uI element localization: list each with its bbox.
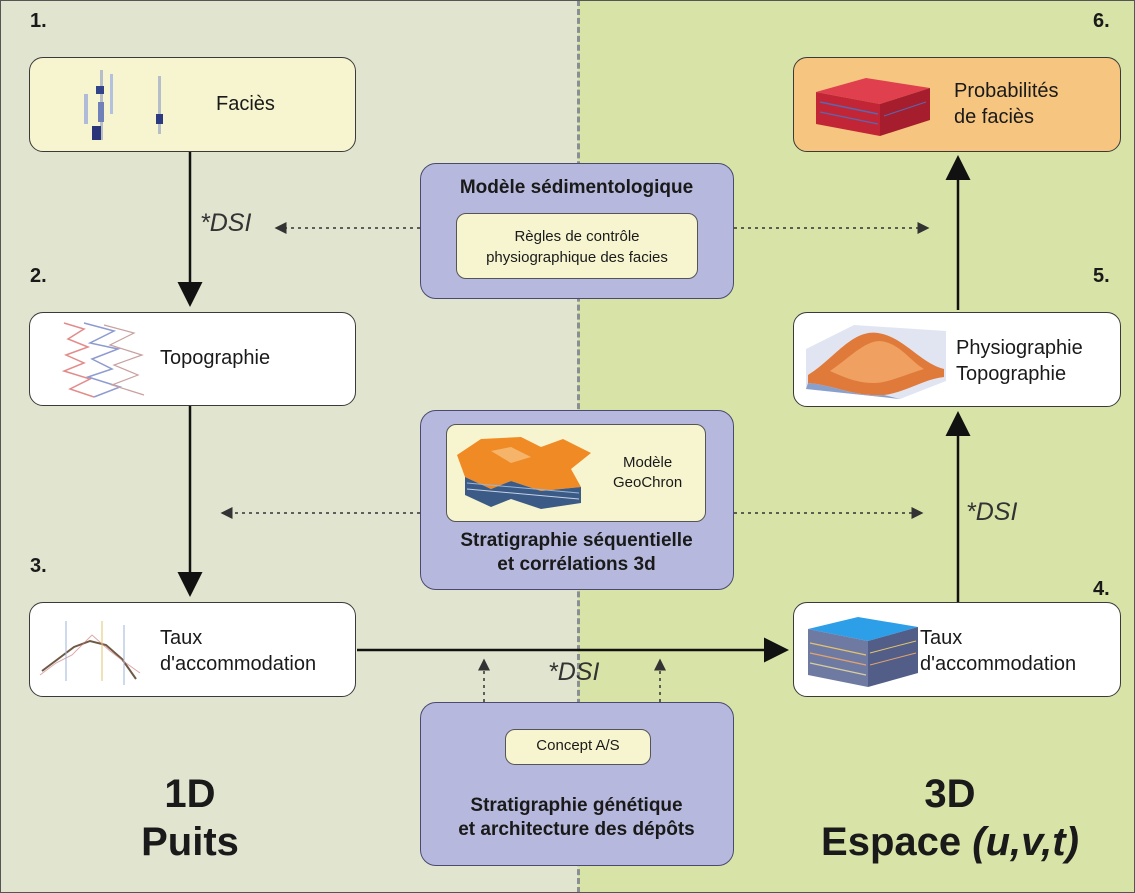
probability-label: Probabilités de faciès bbox=[954, 78, 1059, 130]
facies-box: Faciès bbox=[29, 57, 356, 152]
topography-log-icon bbox=[61, 322, 145, 398]
left-footer-1d: 1D Puits bbox=[90, 770, 290, 866]
accommodation-curve-icon bbox=[39, 621, 141, 685]
well-log-facies-icon bbox=[84, 70, 163, 140]
dsi-label-left: *DSI bbox=[200, 209, 252, 237]
step-6-number: 6. bbox=[1093, 10, 1110, 32]
accommodation-1d-label: Taux d'accommodation bbox=[160, 625, 316, 677]
dsi-label-bottom: *DSI bbox=[548, 658, 600, 686]
footer-3d-label: 3D bbox=[924, 772, 976, 816]
topographie-1d-label: Topographie bbox=[160, 347, 271, 369]
accommodation-3d-line2: d'accommodation bbox=[920, 653, 1077, 675]
gen-title-line2: et architecture des dépôts bbox=[458, 819, 695, 840]
physiography-surface-icon bbox=[806, 325, 946, 399]
accommodation-1d-box: Taux d'accommodation bbox=[29, 602, 356, 697]
step-1-number: 1. bbox=[30, 10, 47, 32]
sequence-stratigraphy-title: Stratigraphie séquentielle et corrélatio… bbox=[421, 529, 732, 577]
accommodation-cube-icon bbox=[808, 617, 918, 687]
footer-puits-label: Puits bbox=[141, 820, 239, 864]
footer-espace-label: Espace (u,v,t) bbox=[790, 818, 1110, 866]
geochron-line2: GeoChron bbox=[613, 474, 683, 491]
seq-title-line2: et corrélations 3d bbox=[497, 554, 656, 575]
sequence-stratigraphy-box: Modèle GeoChron Stratigraphie séquentiel… bbox=[420, 410, 734, 590]
footer-uvt-coords: (u,v,t) bbox=[972, 820, 1079, 864]
sedimento-model-box: Modèle sédimentologique Règles de contrô… bbox=[420, 163, 734, 299]
dsi-label-right: *DSI bbox=[966, 498, 1018, 526]
genetic-stratigraphy-title: Stratigraphie génétique et architecture … bbox=[421, 794, 732, 842]
rules-line2: physiographique des facies bbox=[486, 249, 668, 266]
facies-probability-cube-icon bbox=[816, 78, 930, 136]
footer-1d-label: 1D bbox=[164, 772, 216, 816]
accommodation-3d-box: Taux d'accommodation bbox=[793, 602, 1121, 697]
physiographie-box: Physiographie Topographie bbox=[793, 312, 1121, 407]
accommodation-3d-label: Taux d'accommodation bbox=[920, 625, 1076, 677]
probability-line2: de faciès bbox=[954, 106, 1035, 128]
geochron-model-box: Modèle GeoChron bbox=[446, 424, 706, 522]
genetic-stratigraphy-box: Concept A/S Stratigraphie génétique et a… bbox=[420, 702, 734, 866]
footer-espace-word: Espace bbox=[821, 820, 973, 864]
right-footer-3d: 3D Espace (u,v,t) bbox=[790, 770, 1110, 866]
step-5-number: 5. bbox=[1093, 265, 1110, 287]
geochron-line1: Modèle bbox=[623, 454, 673, 471]
step-3-number: 3. bbox=[30, 555, 47, 577]
physiographie-line2: Topographie bbox=[956, 363, 1067, 385]
accommodation-1d-line2: d'accommodation bbox=[160, 653, 317, 675]
physiographie-line1: Physiographie bbox=[956, 337, 1083, 359]
sedimento-model-title: Modèle sédimentologique bbox=[459, 177, 694, 198]
step-4-number: 4. bbox=[1093, 578, 1110, 600]
facies-label: Faciès bbox=[216, 93, 275, 115]
probability-box: Probabilités de faciès bbox=[793, 57, 1121, 152]
concept-as-box: Concept A/S bbox=[505, 729, 651, 765]
geochron-block-icon bbox=[457, 437, 591, 509]
topographie-1d-box: Topographie bbox=[29, 312, 356, 406]
probability-line1: Probabilités bbox=[954, 80, 1059, 102]
step-2-number: 2. bbox=[30, 265, 47, 287]
accommodation-3d-line1: Taux bbox=[920, 627, 963, 649]
physiographie-label: Physiographie Topographie bbox=[956, 335, 1083, 387]
rules-line1: Règles de contrôle bbox=[514, 228, 640, 245]
gen-title-line1: Stratigraphie génétique bbox=[470, 795, 683, 816]
physiographic-rules-box: Règles de contrôle physiographique des f… bbox=[456, 213, 698, 279]
accommodation-1d-line1: Taux bbox=[160, 627, 203, 649]
seq-title-line1: Stratigraphie séquentielle bbox=[460, 530, 693, 551]
geochron-label: Modèle GeoChron bbox=[613, 453, 682, 493]
